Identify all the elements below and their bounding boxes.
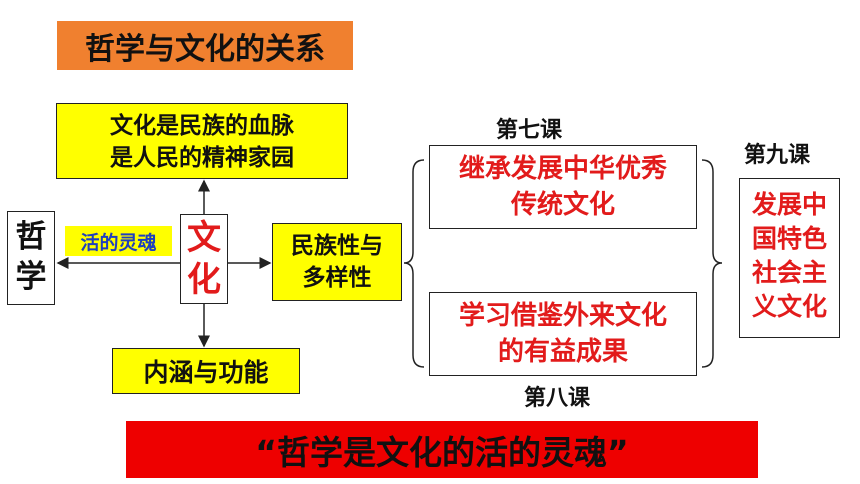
node-nationality-diversity: 民族性与 多样性 (272, 223, 402, 301)
lesson9-line3: 社会主 (751, 258, 827, 287)
lesson8-line2: 的有益成果 (497, 337, 628, 367)
brace-left (403, 159, 425, 368)
lesson7-label: 第七课 (496, 118, 563, 143)
node-culture: 文 化 (180, 214, 228, 304)
lesson7-line1: 继承发展中华优秀 (458, 154, 667, 184)
node-lesson7: 继承发展中华优秀 传统文化 (429, 145, 697, 229)
culture-char2: 化 (187, 260, 221, 300)
lesson8-line1: 学习借鉴外来文化 (458, 301, 667, 331)
nationality-line2: 多样性 (302, 265, 372, 291)
lesson9-line1: 发展中 (751, 190, 827, 219)
philosophy-char1: 哲 (15, 219, 47, 255)
node-lesson8: 学习借鉴外来文化 的有益成果 (429, 292, 697, 376)
lesson9-line4: 义文化 (751, 292, 827, 321)
philosophy-char2: 学 (15, 259, 47, 295)
quote-banner: “哲学是文化的活的灵魂” (126, 421, 758, 478)
node-philosophy: 哲 学 (7, 211, 55, 305)
brace-right (701, 159, 723, 368)
node-blood-and-spiritual-home: 文化是民族的血脉 是人民的精神家园 (56, 103, 348, 179)
page-title: 哲学与文化的关系 (57, 21, 353, 70)
lesson7-line2: 传统文化 (510, 190, 615, 220)
culture-char1: 文 (187, 218, 221, 258)
lesson8-label: 第八课 (524, 386, 591, 411)
blood-line1: 文化是民族的血脉 (110, 113, 294, 139)
node-lesson9: 发展中 国特色 社会主 义文化 (739, 178, 840, 338)
blood-line2: 是人民的精神家园 (110, 145, 294, 171)
node-connotation-function: 内涵与功能 (112, 348, 300, 394)
label-living-soul: 活的灵魂 (65, 226, 172, 256)
lesson9-label: 第九课 (744, 143, 811, 168)
nationality-line1: 民族性与 (291, 233, 383, 259)
lesson9-line2: 国特色 (751, 224, 827, 253)
